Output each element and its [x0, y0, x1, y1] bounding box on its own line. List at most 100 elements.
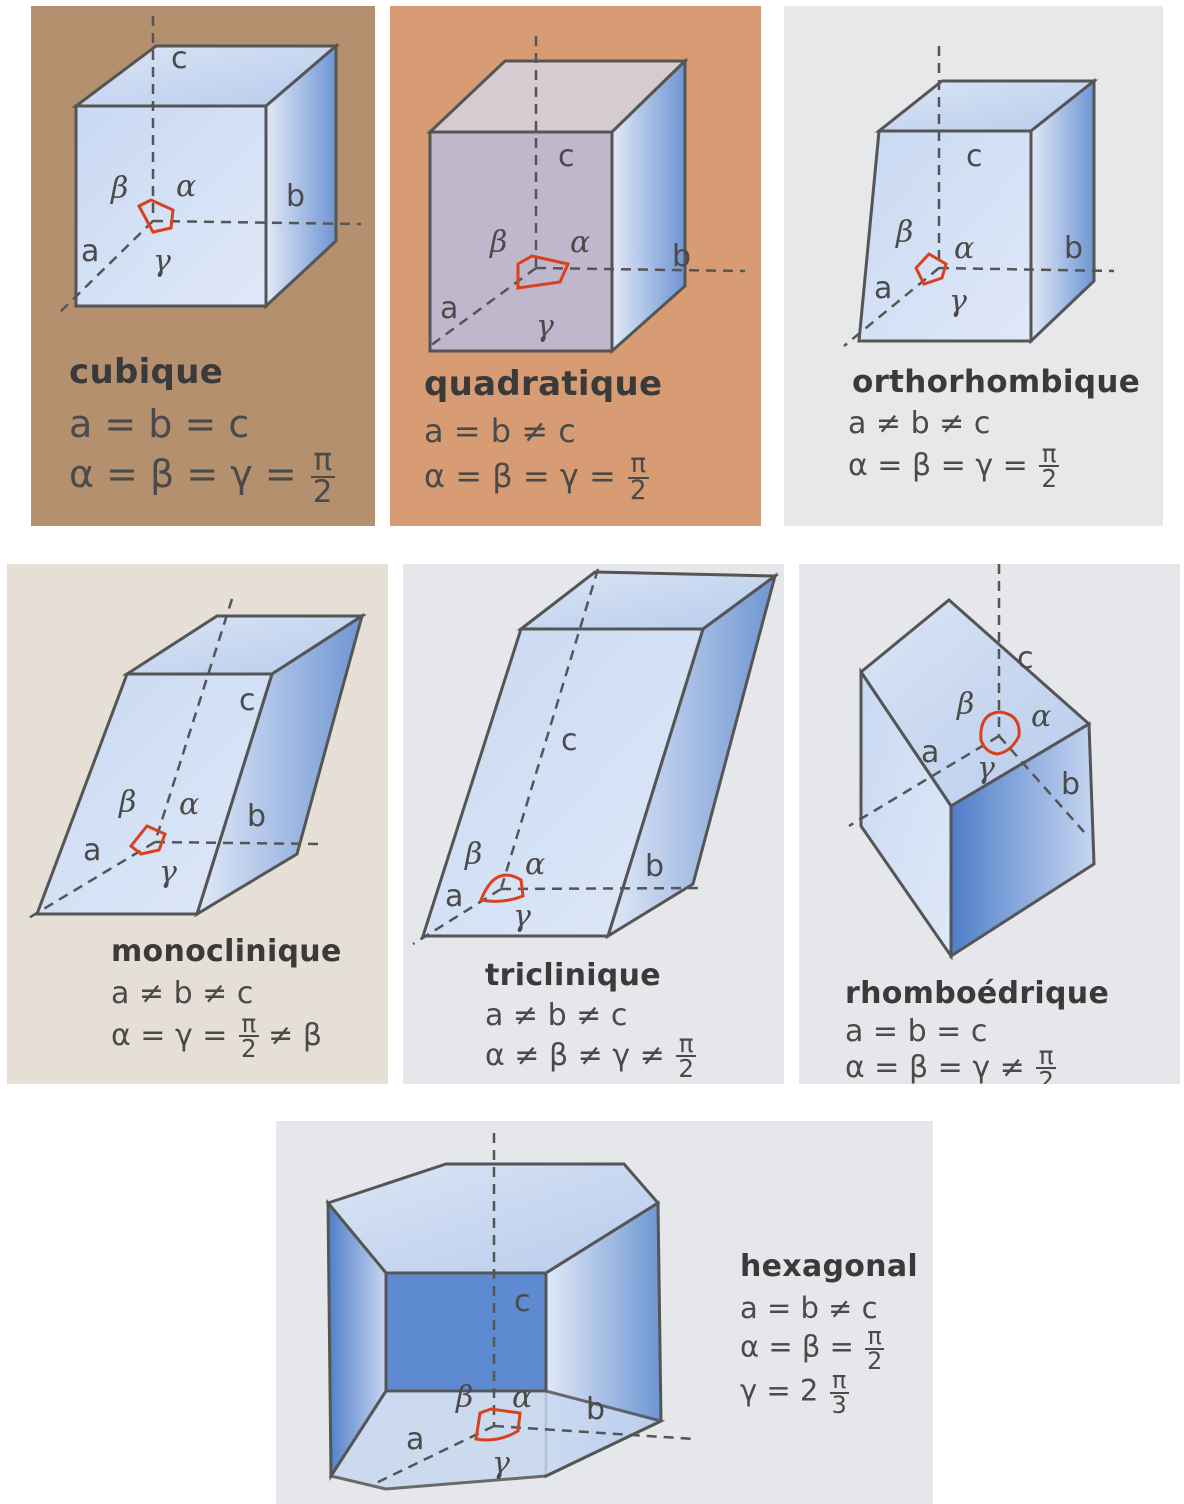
- alpha-label: α: [179, 787, 199, 822]
- fraction-numerator: π: [829, 1368, 849, 1394]
- panel-quadratique: c b a β α γ quadratique a = b ≠ c α = β …: [390, 6, 761, 526]
- gamma-label: γ: [513, 899, 531, 934]
- fraction-numerator: π: [627, 451, 649, 479]
- axis-c-label: c: [561, 723, 578, 758]
- panel-triclinique: c b a β α γ triclinique a ≠ b ≠ c α ≠ β …: [403, 564, 784, 1084]
- relation-lengths: a ≠ b ≠ c: [485, 998, 628, 1033]
- fraction-numerator: π: [676, 1031, 696, 1058]
- axis-c-label: c: [171, 41, 188, 76]
- axis-c-label: c: [966, 139, 983, 174]
- gamma-label: γ: [492, 1446, 510, 1481]
- fraction-numerator: π: [310, 445, 335, 478]
- fraction-denominator: 2: [312, 473, 333, 510]
- axis-b-label: b: [586, 1392, 605, 1427]
- axis-a-label: a: [440, 291, 458, 326]
- angles-text: α = β = γ =: [848, 447, 1028, 483]
- fraction-denominator: 3: [831, 1390, 847, 1419]
- relation-lengths: a = b = c: [69, 402, 250, 446]
- axis-c-label: c: [514, 1284, 531, 1319]
- panel-hexagonal: c b a β α γ hexagonal a = b ≠ c α = β = …: [276, 1121, 933, 1504]
- axis-c-label: c: [239, 683, 256, 718]
- fraction-denominator: 2: [629, 475, 647, 506]
- panel-cubique: c b a β α γ cubique a = b = c α = β = γ …: [31, 6, 375, 526]
- beta-label: β: [110, 171, 128, 206]
- axis-b-label: b: [1061, 767, 1080, 802]
- beta-label: β: [895, 215, 913, 250]
- relation-lengths: a ≠ b ≠ c: [111, 976, 254, 1011]
- angles-text: α ≠ β ≠ γ ≠: [485, 1037, 665, 1073]
- axis-b-label: b: [645, 849, 664, 884]
- monoclinique-crystal-diagram: c b a β α γ: [26, 598, 368, 921]
- axis-a-label: a: [921, 735, 939, 770]
- quadratique-crystal-diagram: c b a β α γ: [426, 36, 746, 355]
- system-name: triclinique: [485, 958, 661, 993]
- panel-rhomboedrique: c b a β α γ rhomboédrique a = b = c α = …: [799, 564, 1180, 1084]
- panel-orthorhombique: c b a β α γ orthorhombique a ≠ b ≠ c α =…: [784, 6, 1163, 526]
- fraction-denominator: 2: [678, 1054, 694, 1084]
- fraction-numerator: π: [865, 1324, 885, 1350]
- rhomboedrique-crystal-diagram: c b a β α γ: [848, 564, 1096, 961]
- system-name: orthorhombique: [852, 364, 1141, 400]
- system-name: quadratique: [424, 364, 663, 404]
- relation-lengths: a ≠ b ≠ c: [848, 406, 991, 441]
- axis-a-label: a: [874, 271, 892, 306]
- fraction-numerator: π: [1039, 441, 1059, 468]
- orthorhombique-crystal-diagram: c b a β α γ: [843, 46, 1115, 347]
- fraction-numerator: π: [238, 1011, 259, 1038]
- angles-text: α = β = γ ≠: [845, 1049, 1025, 1084]
- axis-a-label: a: [406, 1422, 424, 1457]
- axis-a-label: a: [81, 234, 99, 269]
- fraction-denominator: 2: [1038, 1066, 1054, 1084]
- fraction-denominator: 2: [867, 1346, 883, 1375]
- gamma-label: γ: [536, 309, 554, 344]
- system-name: monoclinique: [111, 934, 342, 969]
- gamma-label: γ: [153, 244, 171, 279]
- relation-lengths: a = b ≠ c: [424, 412, 576, 450]
- beta-label: β: [489, 225, 507, 260]
- axis-a-label: a: [83, 833, 101, 868]
- fraction-denominator: 2: [1041, 464, 1057, 494]
- alpha-label: α: [570, 225, 590, 260]
- cubique-crystal-diagram: c b a β α γ: [55, 16, 362, 317]
- alpha-label: α: [512, 1380, 532, 1415]
- axis-a-label: a: [445, 879, 463, 914]
- axis-b-label: b: [672, 239, 691, 274]
- relation-lengths: a = b = c: [845, 1014, 988, 1049]
- gamma-label: γ: [977, 751, 995, 786]
- alpha-label: α: [1031, 699, 1051, 734]
- alpha-label: α: [176, 169, 196, 204]
- angles-text: α = β = γ =: [69, 452, 297, 497]
- beta-label: β: [118, 785, 136, 820]
- beta-label: β: [464, 837, 482, 872]
- axis-c-label: c: [558, 139, 575, 174]
- axis-b-label: b: [247, 799, 266, 834]
- alpha-label: α: [954, 231, 974, 266]
- angles-tail: ≠ β: [268, 1017, 322, 1053]
- relation-lengths: a = b ≠ c: [740, 1291, 878, 1325]
- hexagonal-crystal-diagram: c b a β α γ: [325, 1133, 695, 1491]
- panel-monoclinique: c b a β α γ monoclinique a ≠ b ≠ c α = γ…: [7, 564, 388, 1084]
- system-name: cubique: [69, 352, 224, 392]
- angles-text: α = β =: [740, 1329, 854, 1364]
- angles-text: α = β = γ =: [424, 456, 616, 495]
- beta-label: β: [956, 687, 974, 722]
- fraction-numerator: π: [1036, 1043, 1056, 1070]
- axis-b-label: b: [1064, 231, 1083, 266]
- angles-text: α = γ =: [111, 1017, 228, 1053]
- system-name: rhomboédrique: [845, 976, 1110, 1011]
